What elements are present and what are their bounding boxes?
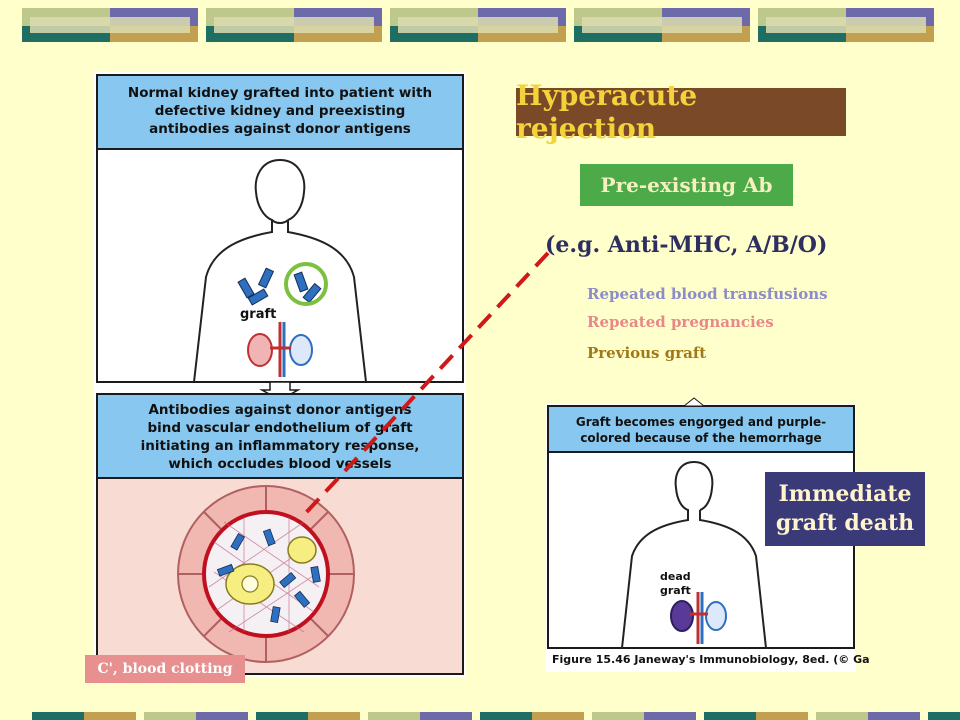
border-tile bbox=[32, 712, 84, 720]
clotting-label: C', blood clotting bbox=[85, 655, 245, 683]
graft-death-line2: graft death bbox=[775, 510, 915, 536]
dead-graft-label-line2: graft bbox=[660, 584, 691, 597]
top-border-band bbox=[0, 8, 960, 48]
source-pregnancies: Repeated pregnancies bbox=[587, 313, 774, 331]
panel1-heading-line1: Normal kidney grafted into patient with bbox=[128, 85, 432, 101]
patient-body-outline bbox=[193, 159, 367, 383]
native-kidney-icon bbox=[289, 334, 313, 366]
antibody-highlight-circle bbox=[284, 262, 328, 306]
rejection-diagram-left: Normal kidney grafted into patient with … bbox=[94, 72, 466, 677]
patient-body-outline-2 bbox=[621, 461, 767, 649]
renal-vessels-2 bbox=[690, 592, 708, 644]
dashed-connector-line bbox=[300, 251, 550, 519]
border-tile bbox=[144, 712, 196, 720]
source-blood-transfusions: Repeated blood transfusions bbox=[587, 285, 828, 303]
down-arrow-2 bbox=[682, 397, 706, 407]
panel2-heading-line3: initiating an inflammatory response, bbox=[141, 438, 420, 454]
border-tile bbox=[84, 712, 136, 720]
border-tile bbox=[368, 712, 420, 720]
graft-label: graft bbox=[240, 307, 276, 322]
pre-existing-ab-label: Pre-existing Ab bbox=[580, 164, 793, 206]
graft-death-line1: Immediate bbox=[778, 481, 912, 508]
border-tile-highlight bbox=[398, 17, 558, 33]
border-tile-highlight bbox=[766, 17, 926, 33]
graft-kidney-icon bbox=[247, 333, 273, 367]
dead-graft-label-line1: dead bbox=[660, 570, 691, 583]
border-tile bbox=[420, 712, 472, 720]
border-tile bbox=[704, 712, 756, 720]
bottom-border-band bbox=[0, 710, 960, 720]
border-tile bbox=[256, 712, 308, 720]
border-tile-highlight bbox=[582, 17, 742, 33]
renal-vessels bbox=[270, 322, 291, 377]
figure-caption: Figure 15.46 Janeway's Immunobiology, 8e… bbox=[552, 653, 870, 666]
page-title: Hyperacute rejection bbox=[516, 79, 846, 145]
panel3-heading-line2: colored because of the hemorrhage bbox=[580, 431, 821, 445]
activated-cell-icon bbox=[287, 536, 317, 564]
border-tile bbox=[756, 712, 808, 720]
graft-death-label: Immediate graft death bbox=[765, 472, 925, 546]
dead-graft-kidney-icon bbox=[670, 600, 694, 632]
border-tile-highlight bbox=[214, 17, 374, 33]
panel1-heading-line3: antibodies against donor antigens bbox=[149, 121, 411, 137]
border-tile bbox=[868, 712, 920, 720]
rejection-diagram-right: Graft becomes engorged and purple- color… bbox=[546, 397, 856, 672]
border-tile bbox=[532, 712, 584, 720]
panel1-heading-line2: defective kidney and preexisting bbox=[155, 103, 406, 119]
antibody-icons bbox=[237, 267, 322, 306]
source-previous-graft: Previous graft bbox=[587, 344, 707, 362]
panel2-heading-line1: Antibodies against donor antigens bbox=[148, 402, 411, 418]
border-tile bbox=[196, 712, 248, 720]
panel2-heading-line4: which occludes blood vessels bbox=[168, 456, 391, 472]
antibody-examples: (e.g. Anti-MHC, A/B/O) bbox=[545, 232, 828, 258]
border-tile-highlight bbox=[30, 17, 190, 33]
border-tile bbox=[308, 712, 360, 720]
native-kidney-icon-2 bbox=[705, 601, 727, 631]
border-tile bbox=[480, 712, 532, 720]
border-tile bbox=[928, 712, 960, 720]
border-tile bbox=[592, 712, 644, 720]
border-tile bbox=[644, 712, 696, 720]
vessel-cross-section bbox=[177, 485, 355, 663]
border-tile bbox=[816, 712, 868, 720]
panel2-heading-line2: bind vascular endothelium of graft bbox=[147, 420, 413, 436]
panel3-heading-line1: Graft becomes engorged and purple- bbox=[576, 415, 826, 429]
